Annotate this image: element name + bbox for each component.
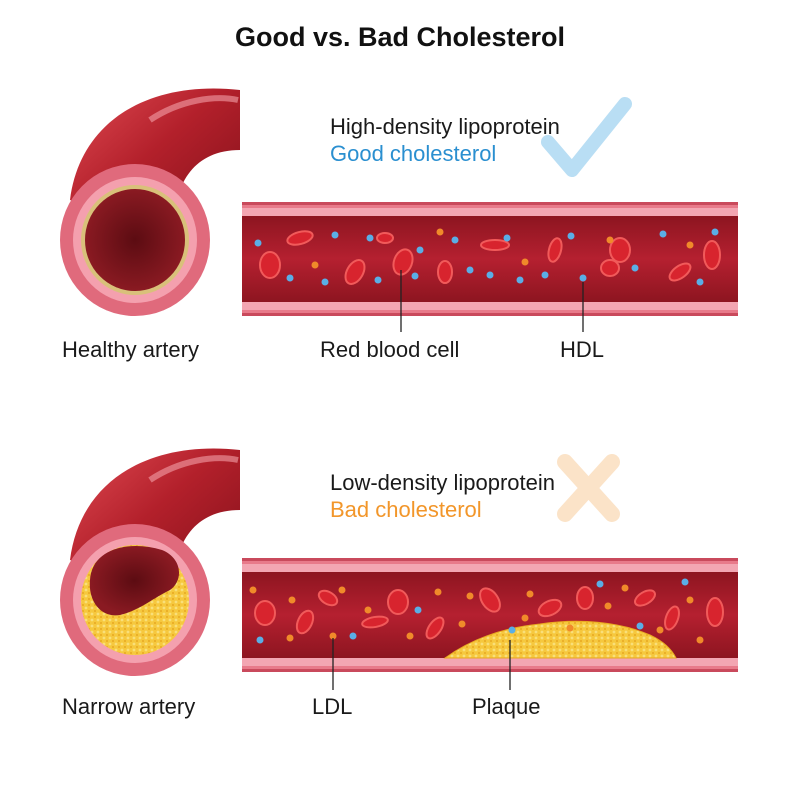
hdl-particles <box>254 228 719 286</box>
narrow-artery-lumen <box>89 545 180 616</box>
plaque-deposit <box>443 620 677 659</box>
red-blood-cell <box>609 237 631 263</box>
red-blood-cell <box>479 587 501 613</box>
red-blood-cell <box>387 589 409 615</box>
ldl-particles-top <box>311 228 694 269</box>
red-blood-cell <box>547 237 563 263</box>
healthy-vessel <box>242 202 738 316</box>
red-blood-cell <box>480 239 510 251</box>
ldl-label: LDL <box>312 694 353 719</box>
red-blood-cell <box>634 589 656 607</box>
red-blood-cell <box>664 605 680 631</box>
red-blood-cell <box>703 240 721 270</box>
good-cholesterol-subheading: Good cholesterol <box>330 141 497 166</box>
red-blood-cell <box>437 260 453 284</box>
hdl-heading: High-density lipoprotein <box>330 114 560 139</box>
healthy-artery-illustration <box>60 88 240 316</box>
bad-cholesterol-subheading: Bad cholesterol <box>330 497 482 522</box>
red-blood-cell <box>537 598 563 618</box>
narrow-red-blood-cells <box>254 586 724 640</box>
red-blood-cell-label: Red blood cell <box>320 337 460 362</box>
red-blood-cell <box>425 616 445 640</box>
healthy-artery-lumen <box>85 189 185 291</box>
red-blood-cell <box>706 597 724 627</box>
plaque-label: Plaque <box>472 694 541 719</box>
hdl-label: HDL <box>560 337 605 362</box>
red-blood-cell <box>392 248 414 276</box>
red-blood-cell <box>600 259 620 277</box>
red-blood-cell <box>317 589 339 607</box>
red-blood-cell <box>286 230 314 246</box>
ldl-heading: Low-density lipoprotein <box>330 470 556 495</box>
narrow-artery-label: Narrow artery <box>62 694 196 719</box>
red-blood-cell <box>344 259 366 285</box>
red-blood-cell <box>254 600 276 626</box>
x-mark-icon <box>557 454 620 522</box>
healthy-artery-label: Healthy artery <box>62 337 199 362</box>
ldl-particles <box>249 584 704 644</box>
red-blood-cell <box>361 615 389 629</box>
hdl-particles-bottom <box>256 578 689 644</box>
healthy-red-blood-cells <box>259 230 721 285</box>
narrow-artery-illustration <box>60 448 240 676</box>
red-blood-cell <box>376 232 394 244</box>
red-blood-cell <box>668 262 692 282</box>
red-blood-cell <box>295 609 315 635</box>
red-blood-cell <box>259 251 281 279</box>
page-title: Good vs. Bad Cholesterol <box>234 22 566 52</box>
check-mark-icon <box>541 97 632 177</box>
red-blood-cell <box>576 586 594 610</box>
